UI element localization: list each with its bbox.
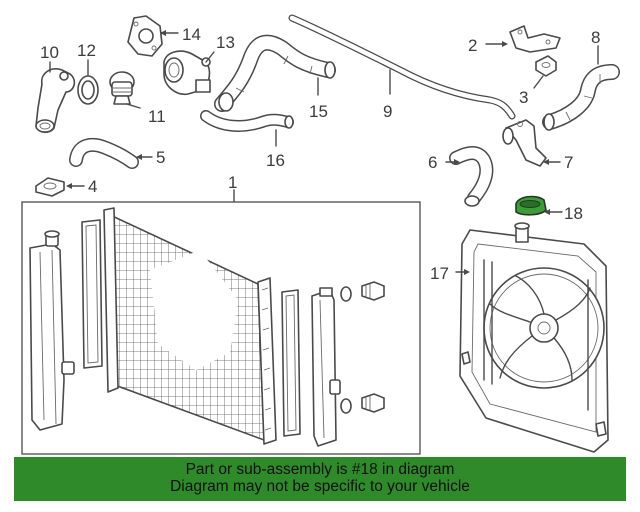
part-5-hose[interactable] xyxy=(69,137,139,169)
part-2-bracket[interactable] xyxy=(509,25,561,53)
callout-7: 7 xyxy=(564,153,573,172)
callout-8: 8 xyxy=(591,28,600,47)
part-7-fitting[interactable] xyxy=(502,119,547,167)
part-17-fan-shroud[interactable] xyxy=(459,222,609,453)
callout-12: 12 xyxy=(77,41,96,60)
callout-4: 4 xyxy=(88,177,97,196)
callout-5: 5 xyxy=(156,148,165,167)
part-1-radiator-assembly[interactable] xyxy=(21,201,421,455)
callout-14: 14 xyxy=(182,25,201,44)
part-15-upper-hose[interactable] xyxy=(214,34,336,112)
callout-13: 13 xyxy=(216,33,235,52)
part-10-water-outlet[interactable] xyxy=(35,68,76,134)
callout-6: 6 xyxy=(428,153,437,172)
part-8-radiator-hose[interactable] xyxy=(542,64,620,131)
part-12-gasket[interactable] xyxy=(77,75,99,105)
callout-11: 11 xyxy=(148,107,166,126)
part-9-bypass-tube[interactable] xyxy=(288,14,516,120)
callout-18: 18 xyxy=(564,204,583,223)
callout-1: 1 xyxy=(228,173,237,192)
part-14-gasket[interactable] xyxy=(127,15,163,57)
banner-line-1: Part or sub-assembly is #18 in diagram xyxy=(185,461,455,478)
part-11-thermostat[interactable] xyxy=(109,71,135,105)
callout-17: 17 xyxy=(430,264,449,283)
part-4-cap[interactable] xyxy=(35,177,65,197)
part-16-hose[interactable] xyxy=(200,110,294,132)
callout-3: 3 xyxy=(519,88,528,107)
banner-line-2: Diagram may not be specific to your vehi… xyxy=(170,478,470,495)
callout-9: 9 xyxy=(383,102,392,121)
part-3-nut[interactable] xyxy=(535,55,557,77)
callout-2: 2 xyxy=(468,36,477,55)
part-6-hose[interactable] xyxy=(449,146,494,207)
callout-10: 10 xyxy=(40,43,59,62)
info-banner: Part or sub-assembly is #18 in diagram D… xyxy=(14,457,626,501)
part-18-highlighted[interactable] xyxy=(515,195,547,216)
part-13-water-inlet[interactable] xyxy=(163,50,211,96)
callout-16: 16 xyxy=(266,151,285,170)
callout-15: 15 xyxy=(309,102,328,121)
